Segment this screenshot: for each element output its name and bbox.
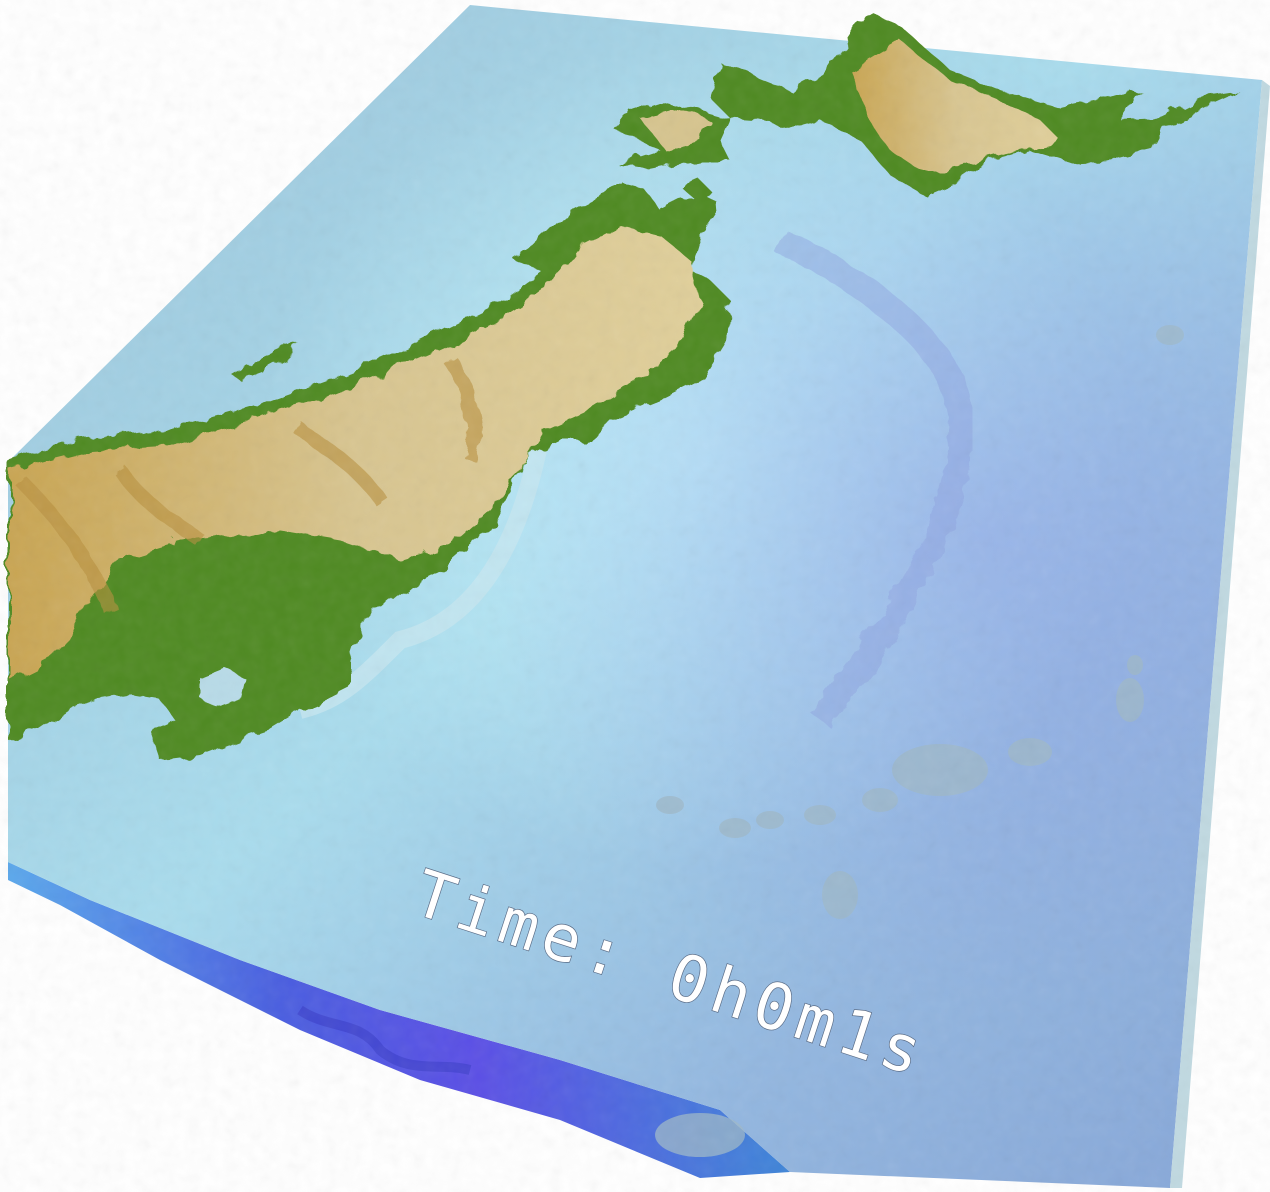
map-3d-view[interactable]: Time: 0h0m1s — [0, 0, 1270, 1192]
